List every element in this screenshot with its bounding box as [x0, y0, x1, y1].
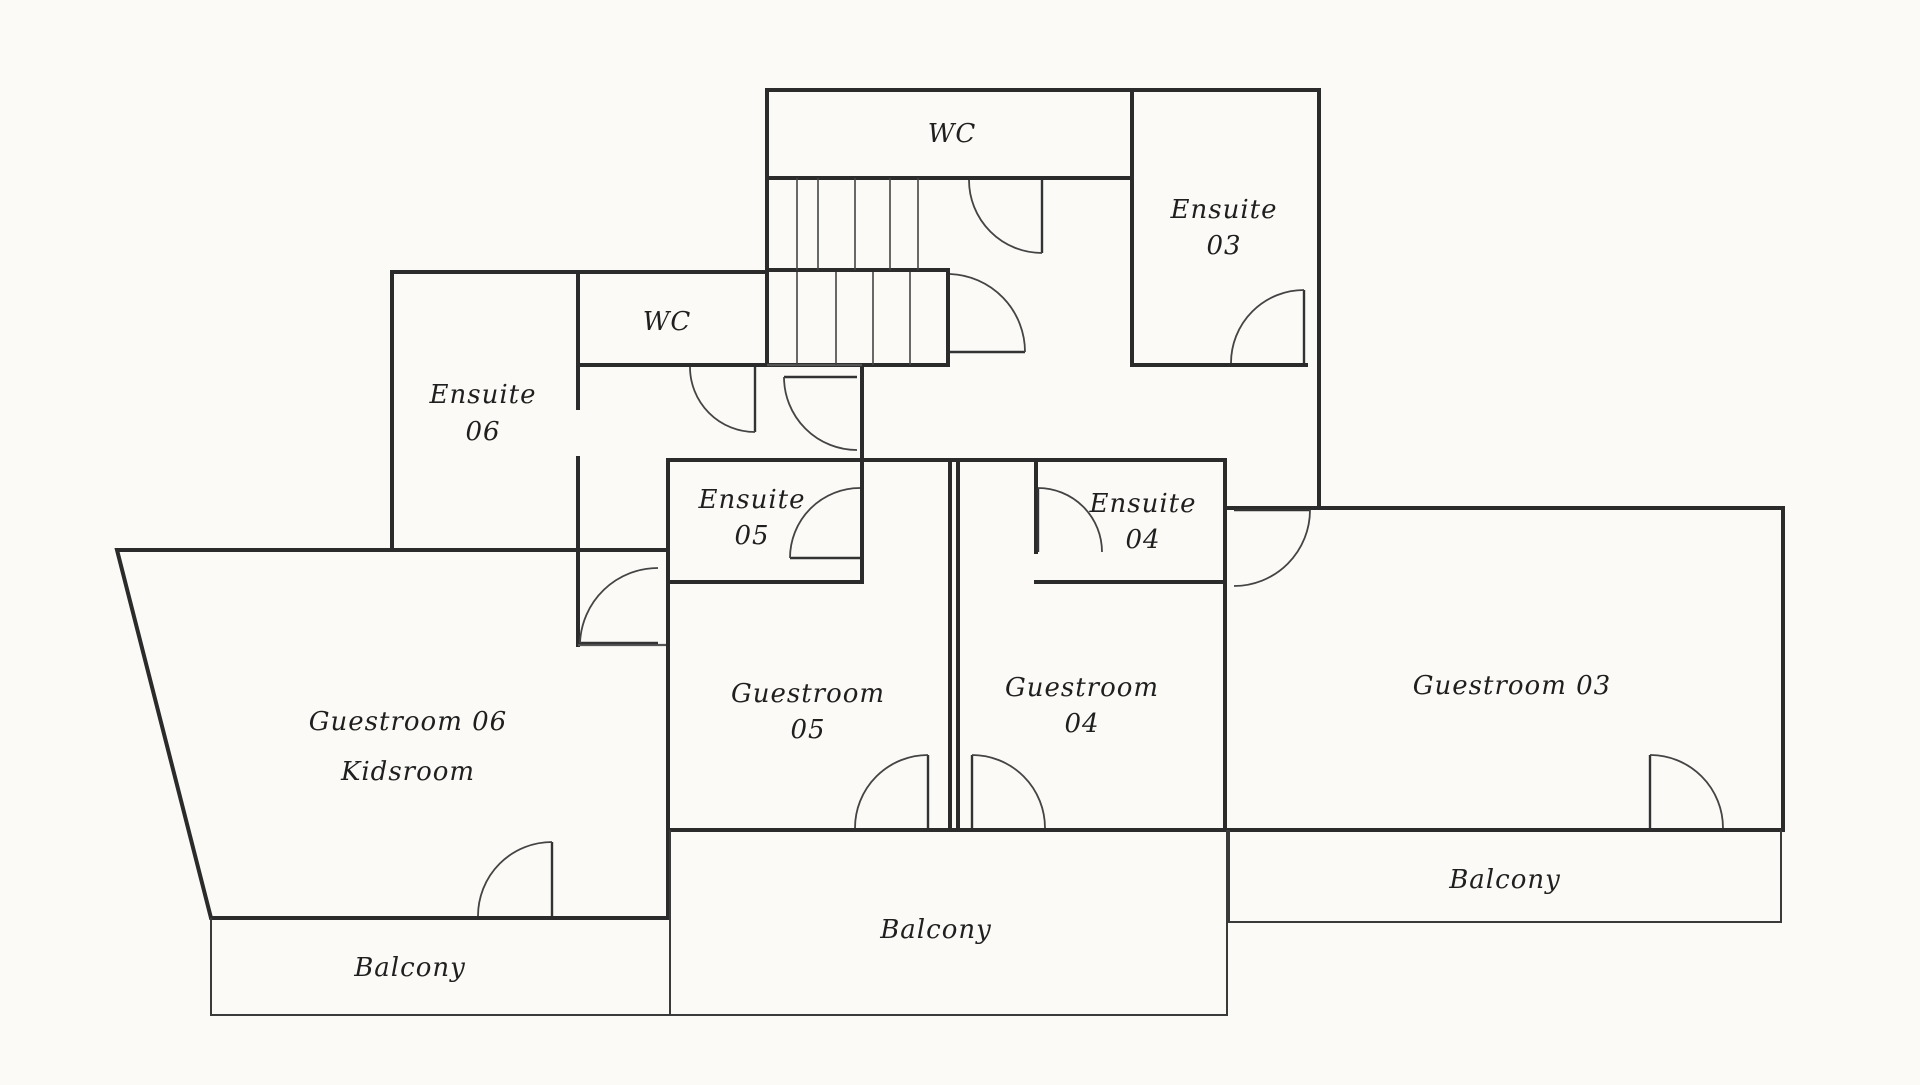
label-ensuite04-line1: Ensuite [1089, 489, 1197, 519]
wall-balcony-right [1228, 830, 1782, 923]
stairs [796, 178, 919, 365]
label-guest04-line1: Guestroom [1005, 673, 1159, 703]
wall-guest03 [1223, 506, 1785, 832]
door-ensuite03 [1230, 289, 1306, 364]
label-guest03: Guestroom 03 [1413, 671, 1611, 701]
label-ensuite03-line1: Ensuite [1170, 195, 1278, 225]
wall-guest05 [666, 458, 952, 832]
label-ensuite05-line2: 05 [734, 521, 769, 551]
wall-ensuite06 [390, 270, 769, 552]
label-guest06-line1: Guestroom 06 [309, 707, 507, 737]
label-wc-top: WC [928, 119, 977, 149]
door-guest05-balcony [854, 754, 930, 829]
label-ensuite04-line2: 04 [1125, 525, 1160, 555]
walls [114, 88, 1785, 1016]
label-ensuite06-line2: 06 [465, 417, 500, 447]
door-ensuite05 [789, 487, 861, 560]
label-guest06-line2: Kidsroom [340, 757, 475, 787]
door-hall [783, 375, 858, 451]
doors [477, 179, 1724, 917]
wall-stairs [765, 268, 950, 367]
label-guest04-line2: 04 [1064, 709, 1099, 739]
label-ensuite06-line1: Ensuite [429, 380, 537, 410]
label-wc-left: WC [643, 307, 692, 337]
label-balcony-mid: Balcony [879, 915, 992, 945]
door-ensuite04 [1036, 487, 1103, 553]
label-balcony-left: Balcony [353, 953, 466, 983]
door-guest03-balcony [1648, 754, 1724, 829]
room-labels: WC WC Ensuite 03 Ensuite 06 Ensuite 05 E… [309, 119, 1611, 983]
label-ensuite05-line1: Ensuite [698, 485, 806, 515]
door-stair [949, 273, 1026, 354]
wall-top-block [765, 88, 1321, 510]
door-wc-left [689, 366, 757, 433]
label-guest05-line1: Guestroom [731, 679, 885, 709]
door-guest06-balcony [477, 841, 554, 917]
label-balcony-right: Balcony [1448, 865, 1561, 895]
label-ensuite03-line2: 03 [1206, 231, 1241, 261]
door-wc-top [968, 179, 1044, 254]
door-guest03-entry [1233, 508, 1311, 587]
door-corridor [579, 567, 659, 645]
label-guest05-line2: 05 [790, 715, 825, 745]
wall-balcony-mid [669, 830, 1228, 1016]
door-guest04-balcony [970, 754, 1046, 829]
